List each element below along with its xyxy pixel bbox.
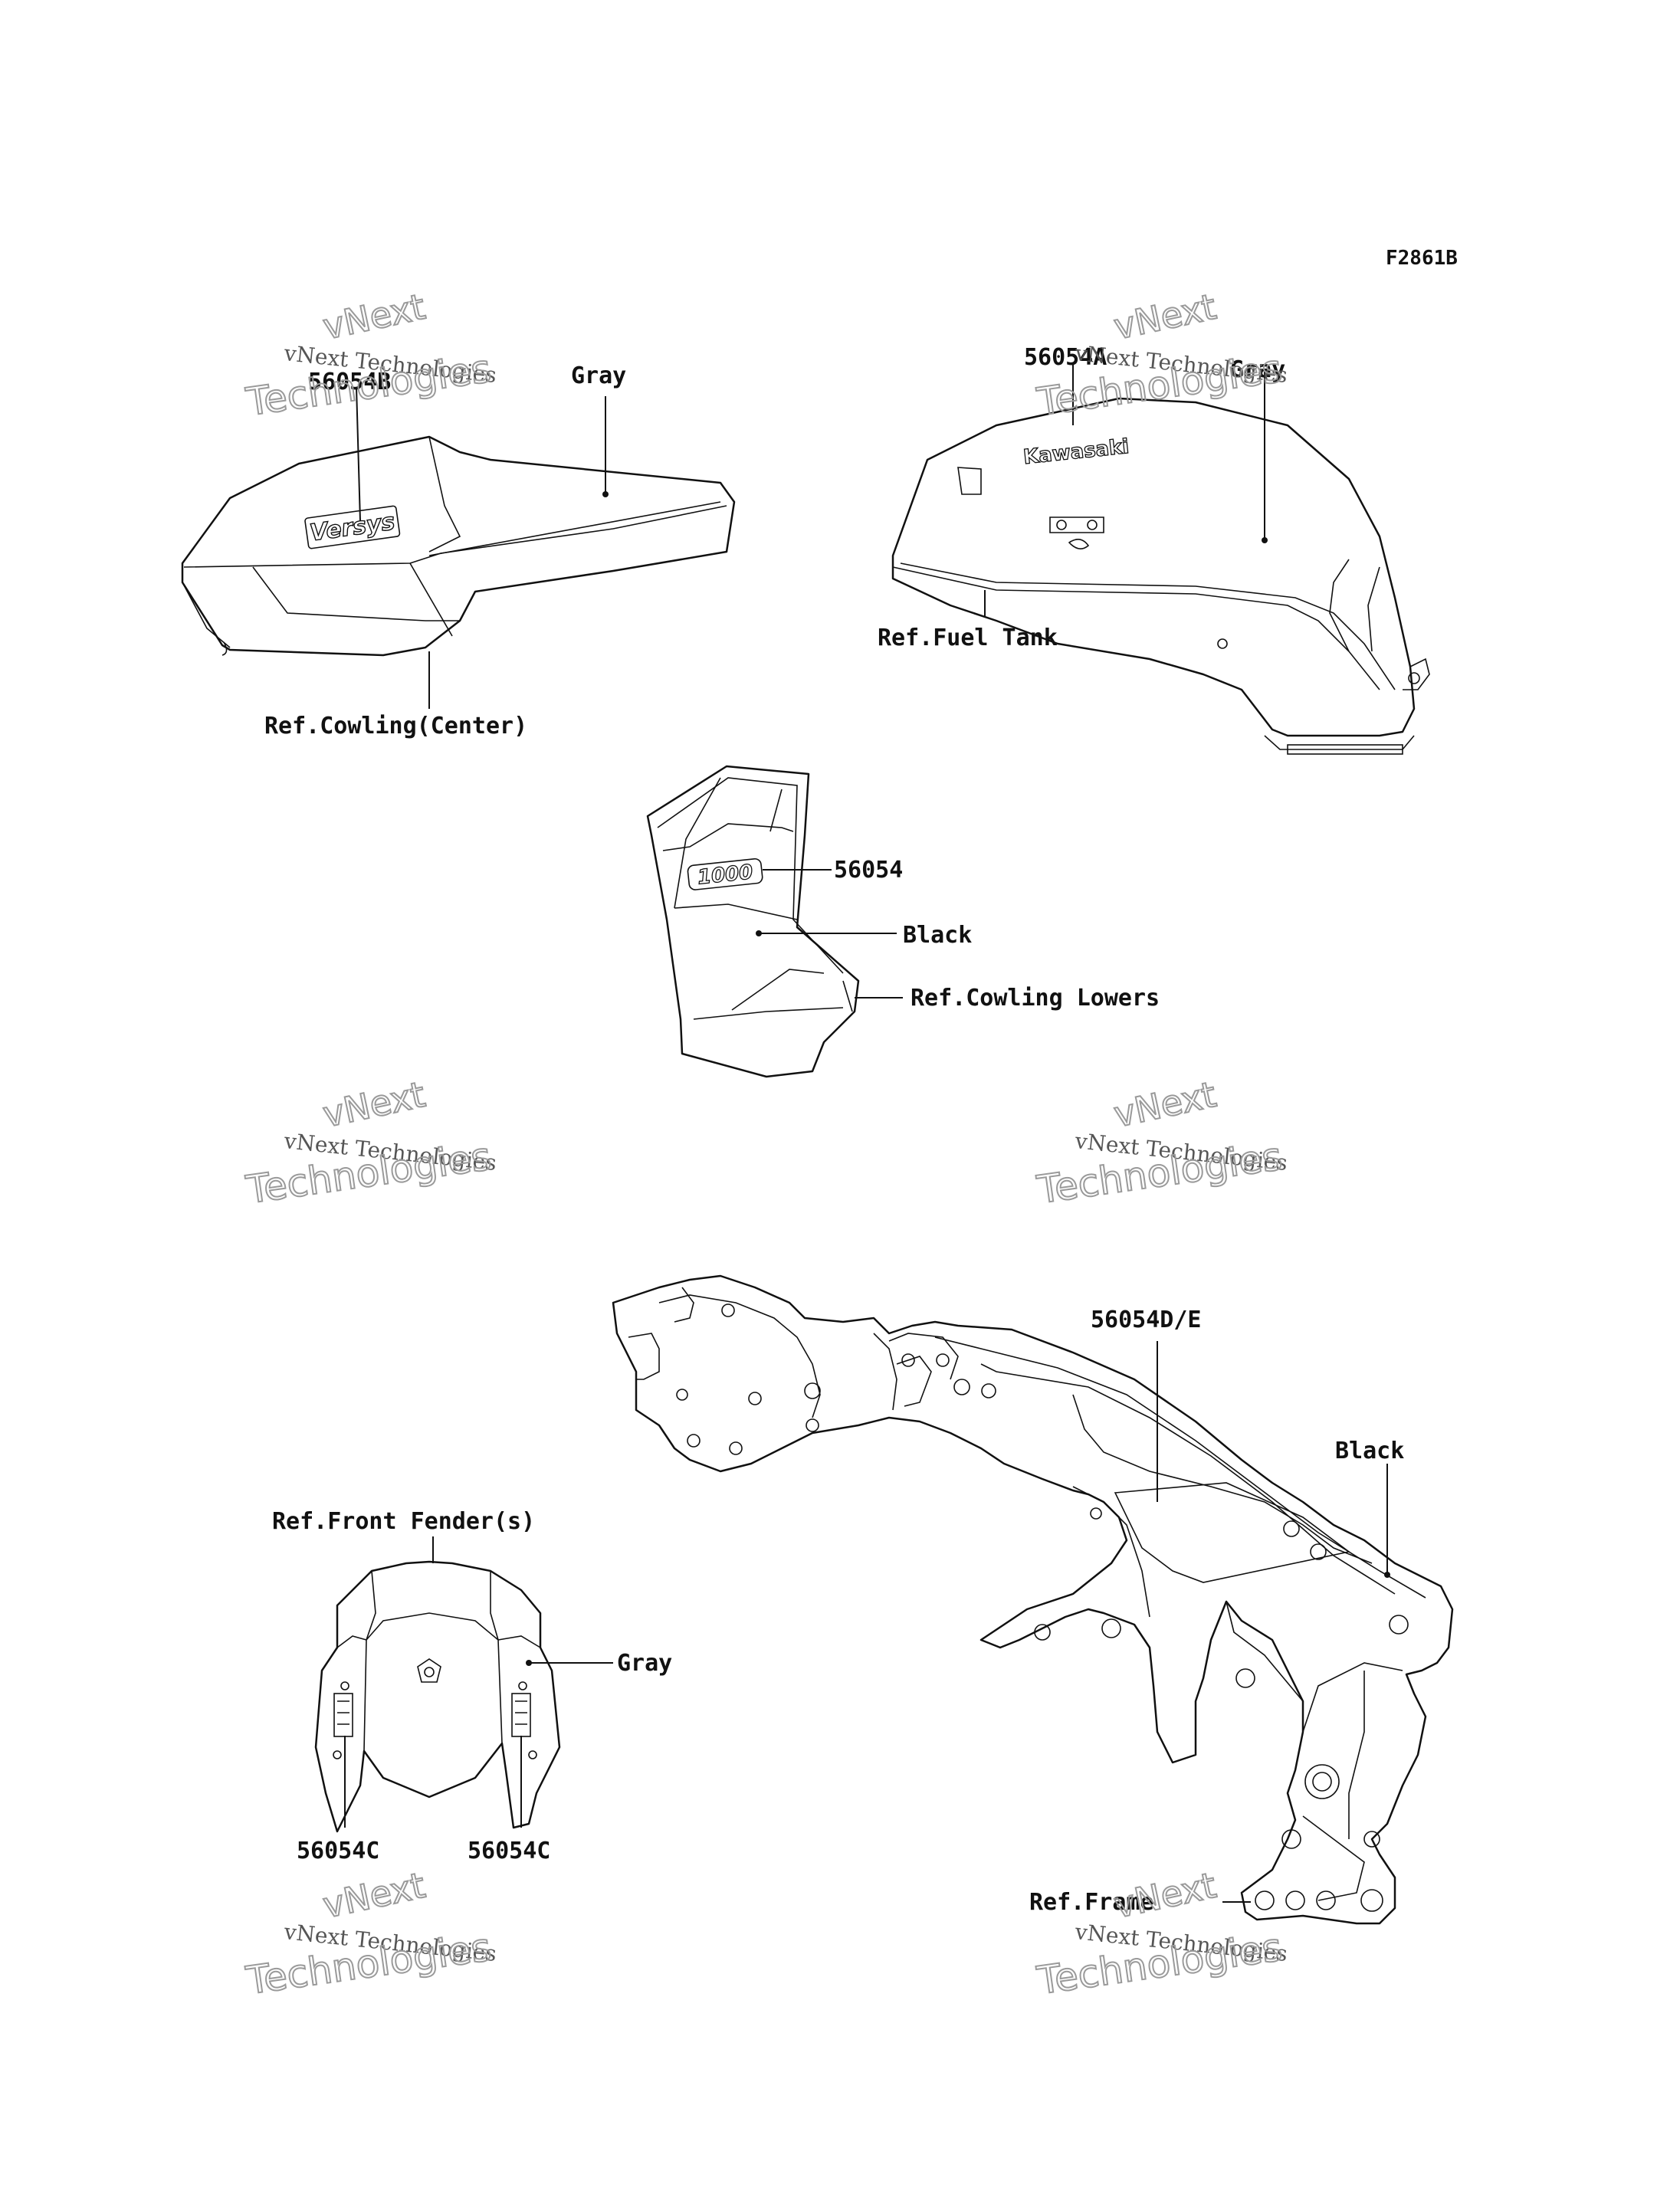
ref-cowling-center: Ref.Cowling(Center)	[264, 713, 527, 739]
svg-text:vNext: vNext	[1111, 1074, 1220, 1136]
watermark: vNext Technologies Technologies vNext	[242, 285, 497, 425]
ref-frame: Ref.Frame	[1029, 1889, 1154, 1916]
cowling-center-part: Versys	[181, 435, 736, 657]
part-number-56054b: 56054B	[308, 369, 391, 395]
part-number-56054d-e: 56054D/E	[1091, 1307, 1202, 1333]
emblem-text-versys: Versys	[308, 508, 396, 546]
emblem-text-kawasaki: Kawasaki	[1022, 435, 1130, 469]
part-number-56054c-right: 56054C	[468, 1838, 550, 1864]
watermark: vNext Technologies Technologies vNext	[1033, 1073, 1288, 1213]
color-label-black-cowling-lowers: Black	[903, 922, 972, 949]
part-number-56054c-left: 56054C	[297, 1838, 379, 1864]
ref-front-fender: Ref.Front Fender(s)	[272, 1508, 535, 1535]
svg-text:vNext: vNext	[1111, 1864, 1220, 1926]
svg-text:vNext: vNext	[1111, 286, 1220, 348]
watermark: vNext Technologies Technologies vNext	[242, 1864, 497, 2004]
color-label-gray-front-fender: Gray	[617, 1650, 672, 1677]
color-label-black-frame: Black	[1335, 1438, 1404, 1464]
svg-text:vNext: vNext	[320, 286, 429, 348]
front-fender-part	[314, 1560, 561, 1833]
color-label-gray-cowling-center: Gray	[571, 362, 626, 389]
svg-text:vNext: vNext	[320, 1864, 429, 1926]
watermarks: vNext Technologies Technologies vNext vN…	[242, 285, 1288, 2004]
color-label-gray-fuel-tank: Gray	[1230, 356, 1285, 383]
cowling-lowers-part: 1000	[646, 765, 860, 1078]
ref-fuel-tank: Ref.Fuel Tank	[878, 625, 1058, 651]
ref-cowling-lowers: Ref.Cowling Lowers	[911, 985, 1160, 1012]
watermark: vNext Technologies Technologies vNext	[242, 1073, 497, 1213]
figure-code: F2861B	[1386, 247, 1458, 270]
fuel-tank-part: Kawasaki	[891, 397, 1430, 755]
part-number-56054a: 56054A	[1024, 344, 1107, 371]
svg-text:vNext: vNext	[320, 1074, 429, 1136]
versys-emblem: Versys	[304, 505, 401, 549]
part-number-56054: 56054	[834, 857, 903, 884]
frame-part	[612, 1274, 1454, 1925]
1000-emblem: 1000	[687, 857, 763, 890]
